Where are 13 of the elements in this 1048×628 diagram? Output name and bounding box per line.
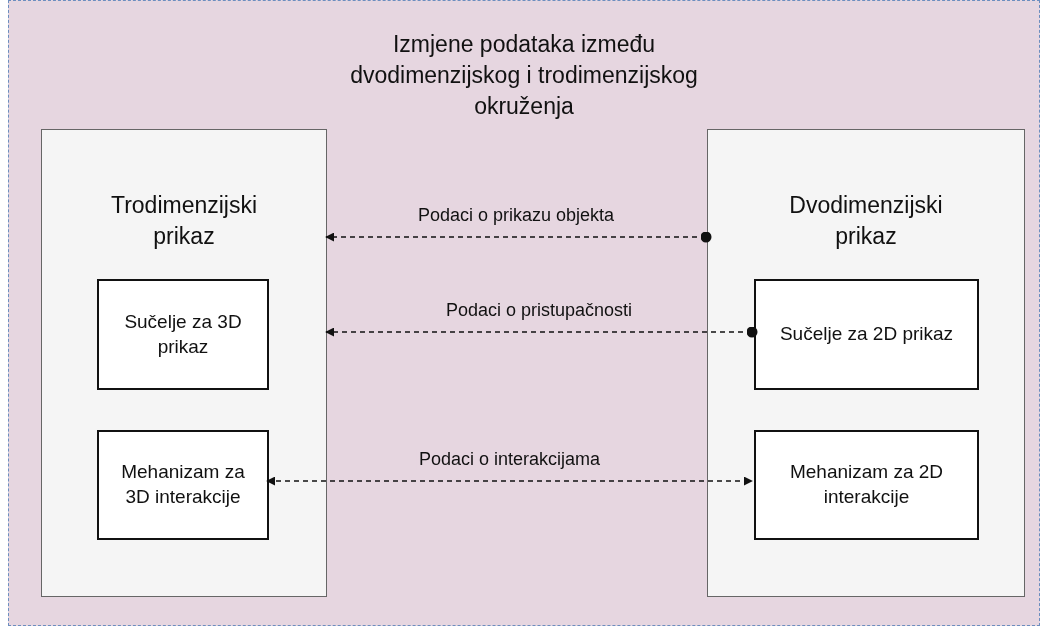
frame-title: Izmjene podataka između dvodimenzijskog i trodimenzijskog okruženja — [349, 30, 699, 122]
arrow — [325, 231, 712, 243]
process-box: Mehanizam za 3D interakcije — [97, 430, 269, 540]
panel-title: Trodimenzijski prikaz — [109, 191, 259, 252]
arrow — [325, 326, 758, 338]
panel-title: Dvodimenzijski prikaz — [788, 191, 944, 252]
double-arrow — [266, 476, 753, 486]
outer-frame — [8, 0, 1040, 626]
process-box: Sučelje za 2D prikaz — [754, 279, 979, 390]
group-panel — [41, 129, 327, 597]
process-box: Mehanizam za 2D interakcije — [754, 430, 979, 540]
process-box: Sučelje za 3D prikaz — [97, 279, 269, 390]
group-panel — [707, 129, 1025, 597]
